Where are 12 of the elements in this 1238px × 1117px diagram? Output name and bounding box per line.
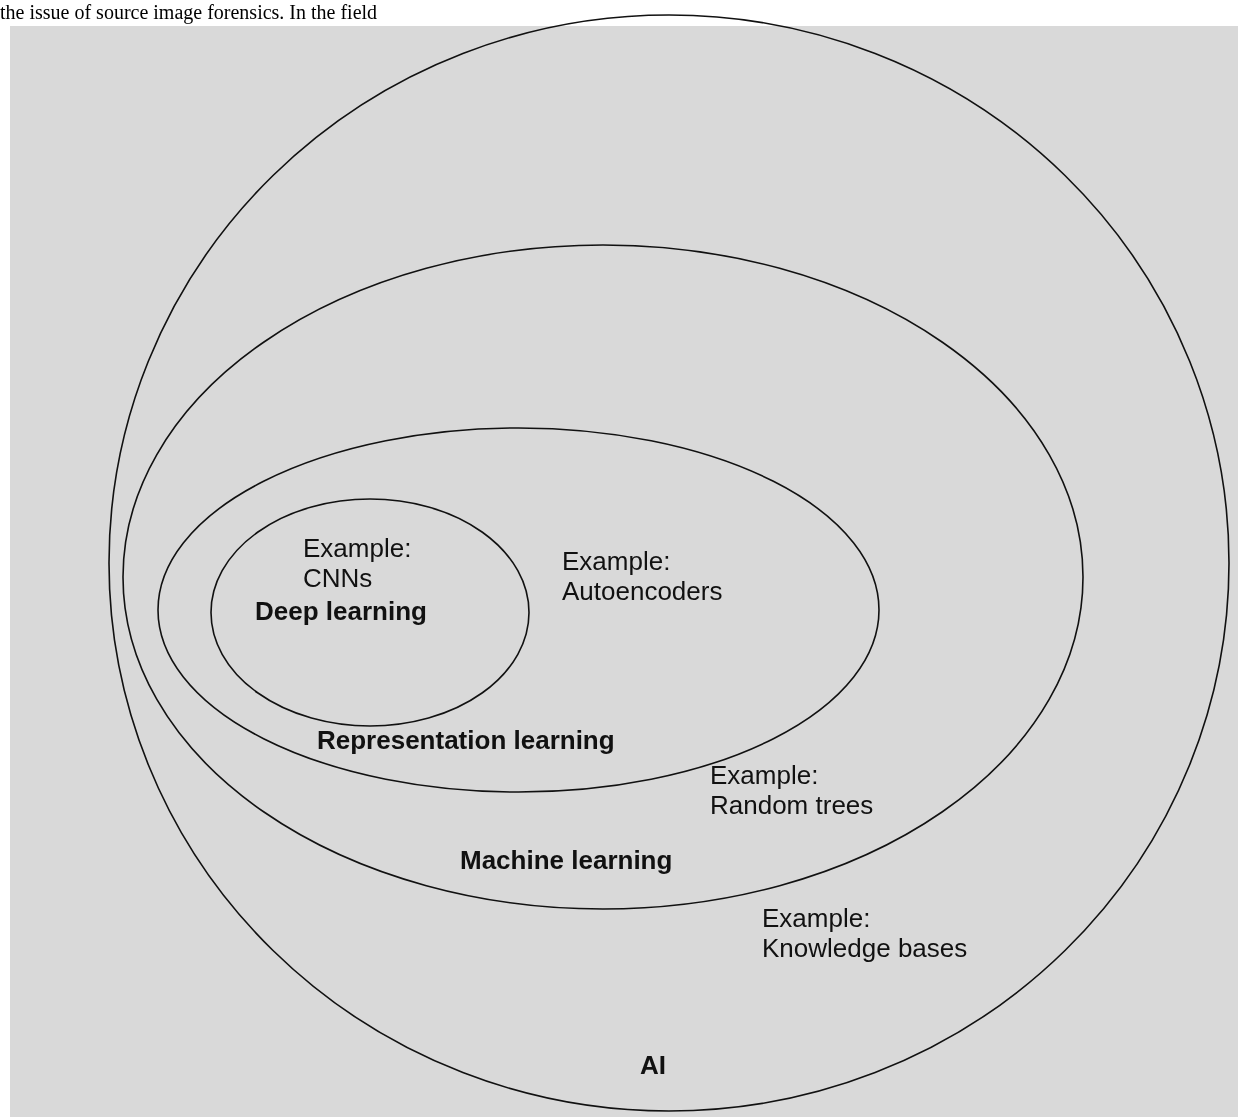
body-text: the issue of source image forensics. In the field [0,0,378,24]
set-title: Machine learning [460,845,673,875]
example-text: Example: Random trees [710,760,875,820]
representation-learning-region [157,427,880,793]
example-text: Example: CNNs [303,533,413,593]
set-title: AI [640,1050,666,1080]
machine-learning-region [122,244,1084,910]
example-text: Example: Autoencoders [562,546,724,606]
set-title: Deep learning [255,596,427,626]
set-title: Representation learning [317,725,615,755]
example-text: Example: Knowledge bases [762,903,969,963]
deep-learning-region [210,498,530,727]
